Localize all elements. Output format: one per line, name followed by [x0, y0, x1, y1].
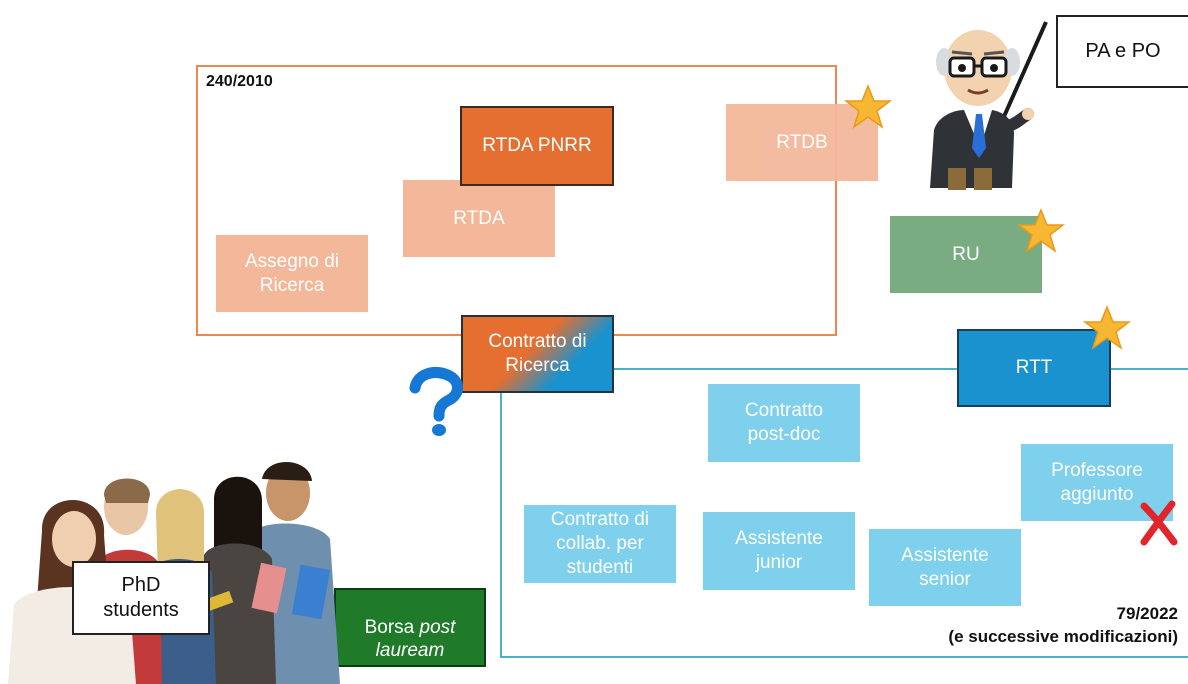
label-79-2022-note: (e successive modificazioni) [948, 627, 1178, 646]
question-mark-icon [409, 367, 463, 436]
box-assistente-junior: Assistente junior [703, 512, 855, 590]
professor-illustration [930, 21, 1048, 190]
box-pa-e-po: PA e PO [1056, 15, 1188, 88]
box-ru: RU [890, 216, 1042, 293]
red-cross-icon [1140, 500, 1178, 546]
students-photo [8, 461, 340, 684]
box-contratto-collab-studenti: Contratto di collab. per studenti [524, 505, 676, 583]
box-contratto-di-ricerca: Contratto di Ricerca [461, 315, 614, 393]
box-rtt: RTT [957, 329, 1111, 407]
borsa-line2: lauream [375, 640, 445, 662]
star-icon [844, 84, 892, 129]
box-assistente-senior: Assistente senior [869, 529, 1021, 606]
box-rtda-pnrr: RTDA PNRR [460, 106, 614, 186]
box-borsa-post-lauream: Borsa post lauream [334, 588, 486, 667]
borsa-prefix: Borsa [364, 616, 420, 638]
box-rtdb: RTDB [726, 104, 878, 181]
label-79-2022: 79/2022 [1116, 604, 1178, 623]
star-icon [1083, 305, 1131, 350]
connector-line [1111, 368, 1188, 370]
borsa-italic: post [419, 616, 456, 638]
box-rtda: RTDA [403, 180, 555, 257]
box-contratto-post-doc: Contratto post-doc [708, 384, 860, 462]
label-240-2010: 240/2010 [206, 73, 273, 90]
box-phd-students: PhD students [72, 561, 210, 635]
connector-line [614, 368, 957, 370]
box-assegno-di-ricerca: Assegno di Ricerca [216, 235, 368, 312]
star-icon [1017, 208, 1065, 253]
borsa-line1: Borsa post [365, 592, 456, 640]
